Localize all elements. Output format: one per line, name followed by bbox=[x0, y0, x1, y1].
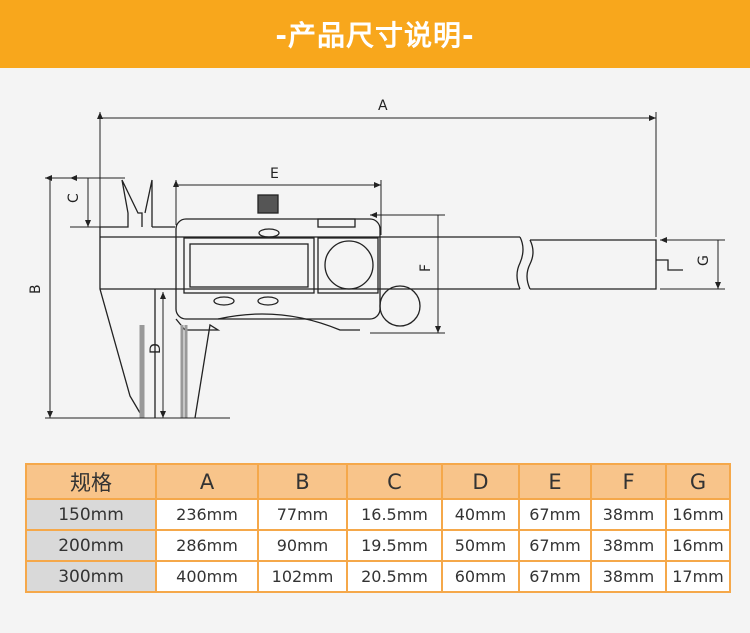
cell: 20.5mm bbox=[346, 560, 443, 593]
cell: 102mm bbox=[257, 560, 348, 593]
header-cell: E bbox=[518, 463, 592, 500]
header-cell: D bbox=[441, 463, 520, 500]
size-cell: 300mm bbox=[25, 560, 157, 593]
header-cell: 规格 bbox=[25, 463, 157, 500]
cell: 40mm bbox=[441, 498, 520, 531]
label-b: B bbox=[28, 284, 44, 294]
title-banner: -产品尺寸说明- bbox=[0, 0, 750, 68]
cell: 17mm bbox=[665, 560, 731, 593]
label-d: D bbox=[148, 343, 164, 354]
cell: 16mm bbox=[665, 498, 731, 531]
size-cell: 200mm bbox=[25, 529, 157, 562]
header-cell: A bbox=[155, 463, 259, 500]
header-cell: F bbox=[590, 463, 667, 500]
table-row: 300mm 400mm 102mm 20.5mm 60mm 67mm 38mm … bbox=[25, 560, 731, 593]
cell: 236mm bbox=[155, 498, 259, 531]
table-row: 200mm 286mm 90mm 19.5mm 50mm 67mm 38mm 1… bbox=[25, 529, 731, 562]
cell: 90mm bbox=[257, 529, 348, 562]
page-title: -产品尺寸说明- bbox=[275, 19, 475, 52]
label-g: G bbox=[696, 255, 712, 266]
table-row: 150mm 236mm 77mm 16.5mm 40mm 67mm 38mm 1… bbox=[25, 498, 731, 531]
table-header-row: 规格 A B C D E F G bbox=[25, 463, 731, 500]
label-e: E bbox=[270, 166, 279, 182]
header-cell: C bbox=[346, 463, 443, 500]
cell: 16.5mm bbox=[346, 498, 443, 531]
cell: 67mm bbox=[518, 529, 592, 562]
cell: 50mm bbox=[441, 529, 520, 562]
label-c: C bbox=[66, 193, 82, 203]
cell: 77mm bbox=[257, 498, 348, 531]
cell: 67mm bbox=[518, 560, 592, 593]
cell: 286mm bbox=[155, 529, 259, 562]
label-f: F bbox=[418, 264, 434, 272]
cell: 60mm bbox=[441, 560, 520, 593]
spec-table: 规格 A B C D E F G 150mm 236mm 77mm 16.5mm… bbox=[25, 463, 731, 593]
fixed-jaw bbox=[99, 179, 156, 419]
size-cell: 150mm bbox=[25, 498, 157, 531]
header-cell: B bbox=[257, 463, 348, 500]
cell: 38mm bbox=[590, 560, 667, 593]
label-a: A bbox=[378, 98, 388, 114]
cell: 38mm bbox=[590, 498, 667, 531]
cell: 38mm bbox=[590, 529, 667, 562]
cell: 400mm bbox=[155, 560, 259, 593]
cell: 67mm bbox=[518, 498, 592, 531]
caliper-diagram: A E B C D F G bbox=[28, 98, 750, 460]
cell: 19.5mm bbox=[346, 529, 443, 562]
cell: 16mm bbox=[665, 529, 731, 562]
header-cell: G bbox=[665, 463, 731, 500]
